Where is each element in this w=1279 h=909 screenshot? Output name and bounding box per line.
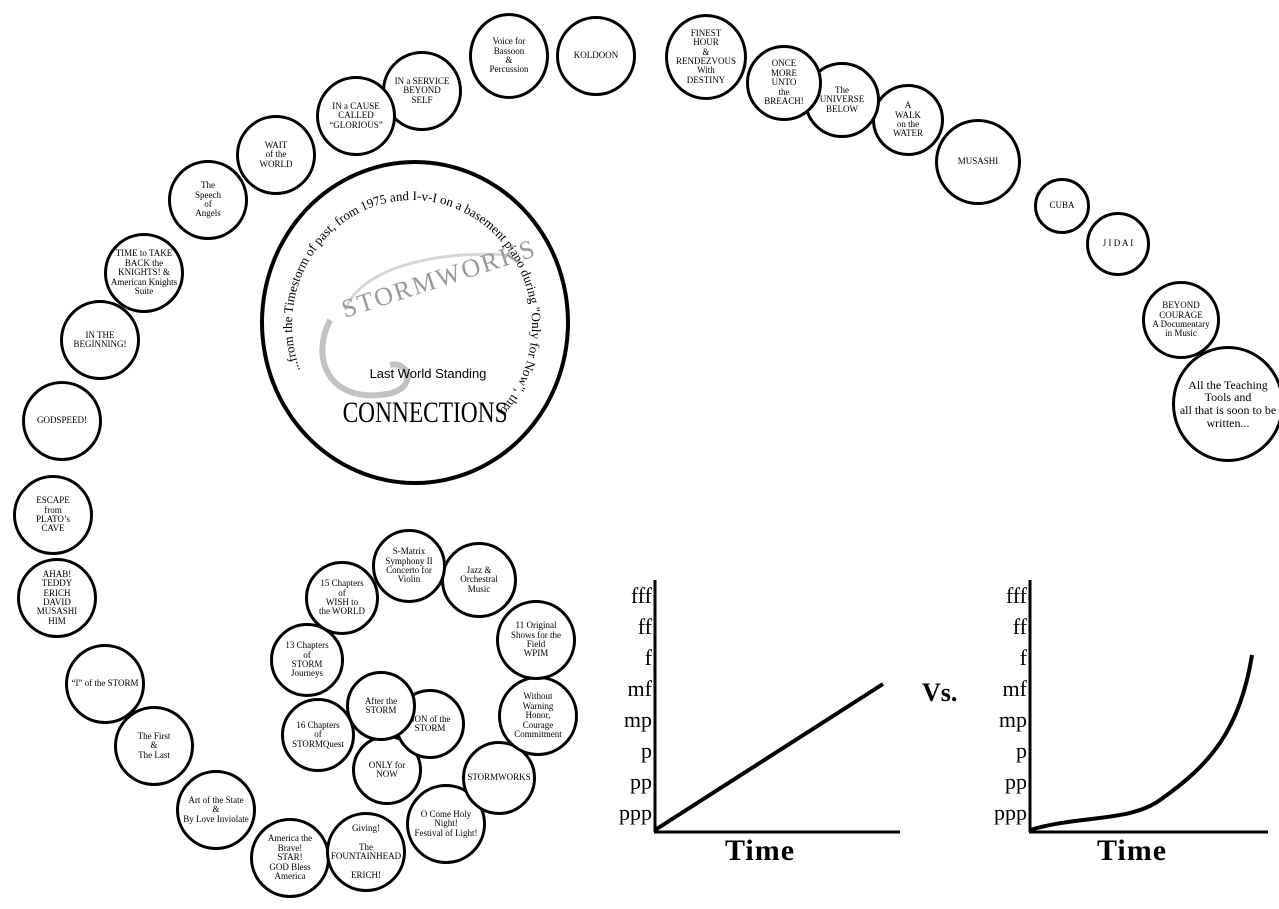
spiral-bubble-label: STORMWORKS — [467, 772, 531, 783]
spiral-bubble: S-Matrix Symphony II Concerto for Violin — [372, 529, 446, 603]
spiral-bubble: AHAB! TEDDY ERICH DAVID MUSASHI HIM — [17, 558, 97, 638]
spiral-bubble-label: IN THE BEGINNING! — [73, 329, 127, 349]
spiral-bubble: CUBA — [1034, 178, 1090, 234]
spiral-bubble: 13 Chapters of STORM Journeys — [270, 623, 344, 697]
dynamic-label: ppp — [994, 800, 1027, 825]
dynamic-label: mp — [999, 707, 1027, 732]
spiral-bubble-label: CUBA — [1049, 200, 1075, 211]
spiral-bubble-label: TIME to TAKE BACK the KNIGHTS! & America… — [110, 248, 178, 297]
spiral-bubble-label: FINEST HOUR & RENDEZVOUS With DESTINY — [676, 27, 736, 85]
spiral-bubble: MUSASHI — [935, 119, 1021, 205]
spiral-bubble-label: MUSASHI — [957, 156, 999, 167]
swirl-logo-icon — [319, 318, 411, 399]
dynamic-label: p — [1016, 738, 1027, 763]
dynamic-label: ppp — [619, 800, 652, 825]
spiral-bubble: All the Teaching Tools and all that is s… — [1172, 346, 1279, 462]
spiral-bubble: After the STORM — [346, 671, 416, 741]
center-subtitle: Last World Standing — [370, 366, 487, 381]
dynamic-label: fff — [1006, 583, 1028, 608]
spiral-bubble: Without Warning Honor, Courage Commitmen… — [498, 676, 578, 756]
spiral-bubble-label: O Come Holy Night! Festival of Light! — [414, 808, 478, 838]
spiral-bubble: J I D A I — [1086, 212, 1150, 276]
spiral-bubble: BEYOND COURAGE A Documentary in Music — [1142, 281, 1220, 359]
spiral-bubble-label: BEYOND COURAGE A Documentary in Music — [1152, 300, 1210, 339]
spiral-bubble: ESCAPE from PLATO’s CAVE — [13, 475, 93, 555]
center-circle — [260, 160, 570, 485]
spiral-bubble-label: J I D A I — [1102, 238, 1134, 249]
dynamic-label: mf — [628, 676, 653, 701]
spiral-bubble-label: The First & The Last — [137, 730, 171, 760]
vs-label: Vs. — [922, 678, 958, 707]
spiral-bubble-label: 11 Original Shows for the Field WPIM — [511, 620, 561, 659]
spiral-bubble-label: ESCAPE from PLATO’s CAVE — [36, 495, 70, 534]
spiral-bubble: FINEST HOUR & RENDEZVOUS With DESTINY — [665, 14, 747, 100]
spiral-bubble-label: The Speech of Angels — [195, 180, 221, 219]
spiral-bubble-label: IN a SERVICE BEYOND SELF — [394, 75, 450, 105]
spiral-bubble: IN THE BEGINNING! — [60, 300, 140, 380]
swirl-arc-icon — [343, 252, 511, 311]
spiral-bubble: KOLDOON — [556, 16, 636, 96]
spiral-bubble-label: ONCE MORE UNTO the BREACH! — [764, 58, 804, 107]
spiral-bubble-label: A WALK on the WATER — [893, 100, 923, 139]
spiral-bubble: 16 Chapters of STORMQuest — [281, 698, 355, 772]
spiral-bubble-label: Giving! The FOUNTAINHEAD ERICH! — [330, 822, 402, 880]
spiral-bubble-label: SON of the STORM — [409, 713, 451, 733]
spiral-bubble: WAIT of the WORLD — [236, 115, 316, 195]
center-title: CONNECTIONS — [343, 395, 508, 428]
spiral-bubble-label: 13 Chapters of STORM Journeys — [285, 640, 329, 679]
spiral-bubble-label: ONLY for NOW — [368, 759, 406, 779]
spiral-bubble-label: WAIT of the WORLD — [259, 139, 293, 169]
spiral-bubble-label: AHAB! TEDDY ERICH DAVID MUSASHI HIM — [36, 568, 78, 626]
spiral-bubble-label: 15 Chapters of WISH to the WORLD — [318, 578, 366, 617]
spiral-bubble: Voice for Bassoon & Percussion — [469, 13, 549, 99]
spiral-bubble-label: 16 Chapters of STORMQuest — [292, 719, 344, 749]
spiral-bubble: Art of the State & By Love Inviolate — [176, 770, 256, 850]
spiral-bubble-label: Jazz & Orchestral Music — [460, 564, 498, 594]
spiral-bubble-label: Voice for Bassoon & Percussion — [489, 36, 529, 75]
dynamic-label: mp — [624, 707, 652, 732]
spiral-bubble-label: After the STORM — [364, 695, 398, 715]
spiral-bubble: TIME to TAKE BACK the KNIGHTS! & America… — [104, 233, 184, 313]
spiral-bubble-label: All the Teaching Tools and all that is s… — [1179, 377, 1277, 430]
spiral-bubble: GODSPEED! — [22, 381, 102, 461]
dynamic-label: mf — [1003, 676, 1028, 701]
dynamic-label: pp — [630, 769, 652, 794]
spiral-bubble-label: “I” of the STORM — [71, 678, 139, 689]
spiral-bubble-label: Art of the State & By Love Inviolate — [183, 794, 249, 824]
dynamic-label: p — [641, 738, 652, 763]
spiral-bubble-label: America the Brave! STAR! GOD Bless Ameri… — [267, 833, 313, 882]
spiral-bubble-label: S-Matrix Symphony II Concerto for Violin — [385, 546, 433, 585]
spiral-bubble: 11 Original Shows for the Field WPIM — [496, 600, 576, 680]
spiral-bubble-label: Without Warning Honor, Courage Commitmen… — [514, 691, 562, 740]
spiral-bubble: STORMWORKS — [462, 741, 536, 815]
left-linear-line — [653, 682, 885, 832]
dynamic-label: ff — [1013, 614, 1028, 639]
dynamic-label: f — [1020, 645, 1028, 670]
spiral-bubble-label: IN a CAUSE CALLED “GLORIOUS” — [329, 100, 383, 130]
dynamic-label: fff — [631, 583, 653, 608]
dynamic-label: ff — [638, 614, 653, 639]
dynamic-label: f — [645, 645, 653, 670]
dynamic-label: pp — [1005, 769, 1027, 794]
right-exponential-curve — [1029, 654, 1254, 832]
right-time-label: Time — [1097, 834, 1167, 867]
spiral-bubble-label: The UNIVERSE BELOW — [819, 84, 865, 114]
spiral-bubble: Giving! The FOUNTAINHEAD ERICH! — [326, 812, 406, 892]
spiral-bubble: 15 Chapters of WISH to the WORLD — [305, 561, 379, 635]
spiral-bubble: IN a CAUSE CALLED “GLORIOUS” — [316, 76, 396, 156]
spiral-bubble: “I” of the STORM — [65, 644, 145, 724]
spiral-bubble: The Speech of Angels — [168, 160, 248, 240]
left-time-label: Time — [725, 834, 795, 867]
spiral-bubble-label: KOLDOON — [573, 50, 619, 61]
spiral-bubble: ONCE MORE UNTO the BREACH! — [746, 45, 822, 121]
spiral-bubble-label: GODSPEED! — [36, 415, 87, 426]
spiral-bubble: The First & The Last — [114, 706, 194, 786]
